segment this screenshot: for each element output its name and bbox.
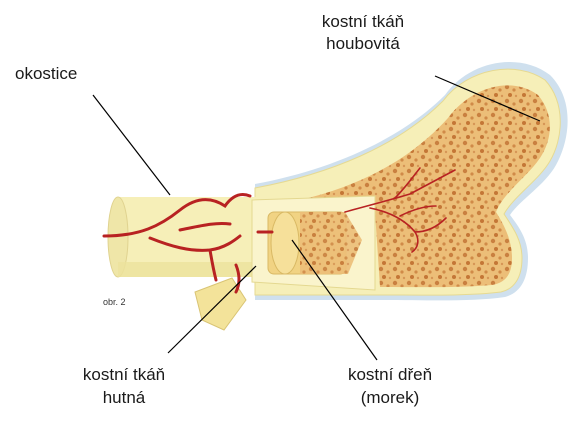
shaft-shade [118, 262, 263, 277]
label-compact-bone-line1: kostní tkáň [59, 364, 189, 385]
figure-number: obr. 2 [103, 297, 126, 308]
label-spongy-bone-line1: kostní tkáň [303, 11, 423, 32]
label-marrow-line1: kostní dřeň [328, 364, 452, 385]
label-spongy-bone-line2: houbovitá [303, 33, 423, 54]
label-periosteum: okostice [15, 63, 77, 84]
label-compact-bone-line2: hutná [59, 387, 189, 408]
label-marrow-line2: (morek) [328, 387, 452, 408]
